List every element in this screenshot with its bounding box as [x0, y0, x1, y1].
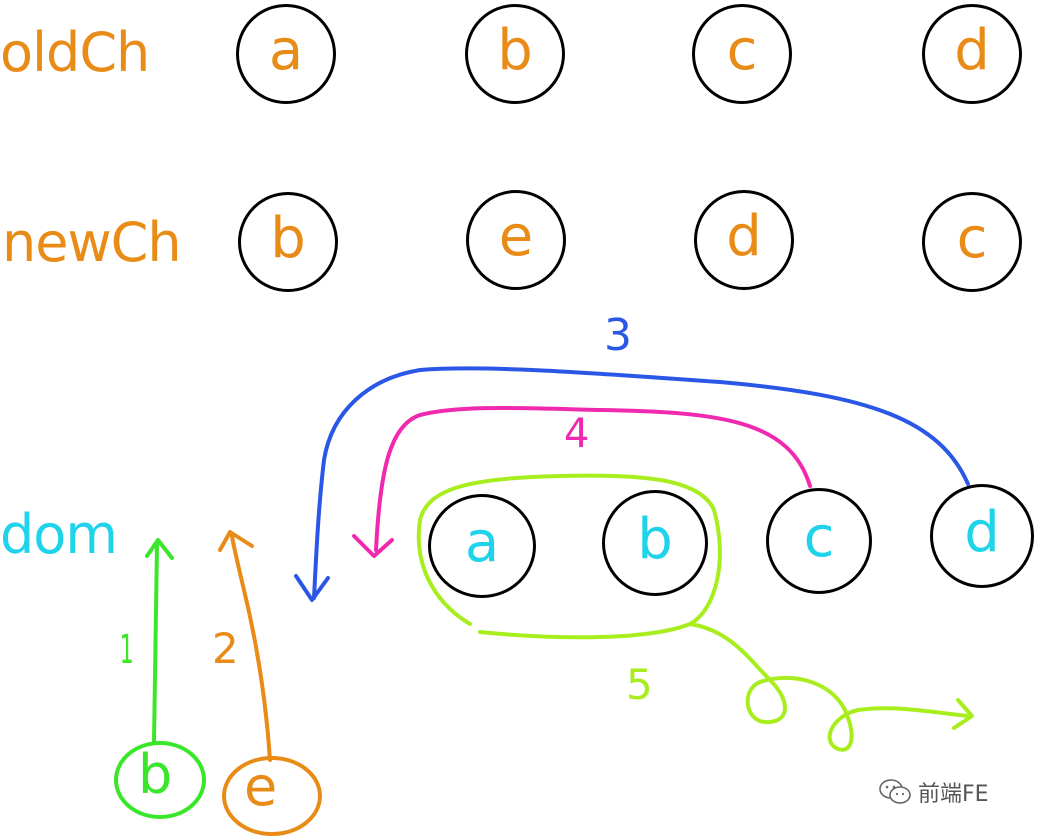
- step3-label: 3: [604, 310, 632, 361]
- newch-node: c: [922, 192, 1022, 292]
- node-label: c: [726, 18, 758, 83]
- step2-arrowhead: [218, 530, 254, 552]
- inserted-b-circle: [114, 741, 206, 819]
- wechat-icon: [879, 779, 911, 804]
- step4-label: 4: [564, 411, 590, 457]
- dom-node: d: [930, 484, 1034, 588]
- node-label: e: [498, 204, 534, 269]
- inserted-b-label: b: [138, 743, 173, 806]
- dom-node: c: [766, 488, 872, 594]
- step1-arrowhead: [145, 538, 174, 560]
- oldch-node: d: [922, 4, 1022, 104]
- step2-arrow: [230, 534, 272, 762]
- node-label: a: [464, 510, 500, 575]
- step1-arrow: [152, 543, 159, 744]
- newch-node: d: [694, 190, 794, 290]
- step4-arrow: [374, 405, 812, 552]
- step3-arrowhead: [294, 574, 330, 602]
- step1-label: 1: [119, 627, 134, 673]
- step5-squiggle: [688, 622, 970, 752]
- node-label: a: [268, 18, 304, 83]
- node-label: d: [954, 18, 990, 83]
- node-label: b: [270, 206, 306, 271]
- step4-arrowhead: [352, 534, 394, 558]
- step3-arrow: [312, 366, 970, 600]
- dom-node: b: [602, 490, 708, 596]
- node-label: d: [726, 204, 762, 269]
- oldch-node: b: [465, 4, 565, 104]
- step5-loop: [416, 473, 722, 640]
- node-label: c: [956, 206, 988, 271]
- row-label-newch: newCh: [2, 211, 182, 274]
- watermark: 前端FE: [878, 776, 989, 808]
- dom-node: a: [428, 494, 536, 598]
- newch-node: e: [466, 190, 566, 290]
- step2-label: 2: [212, 624, 239, 673]
- row-label-oldch: oldCh: [0, 21, 150, 84]
- node-label: c: [803, 505, 835, 570]
- node-label: b: [637, 507, 673, 572]
- row-label-dom: dom: [0, 503, 118, 566]
- node-label: b: [497, 18, 533, 83]
- oldch-node: c: [692, 4, 792, 104]
- watermark-text: 前端FE: [918, 782, 989, 807]
- inserted-e-circle: [222, 756, 322, 836]
- oldch-node: a: [236, 4, 336, 104]
- step5-label: 5: [626, 660, 653, 709]
- newch-node: b: [238, 192, 338, 292]
- node-label: d: [964, 500, 1000, 565]
- inserted-e-label: e: [244, 755, 278, 818]
- step5-arrowhead: [952, 698, 974, 730]
